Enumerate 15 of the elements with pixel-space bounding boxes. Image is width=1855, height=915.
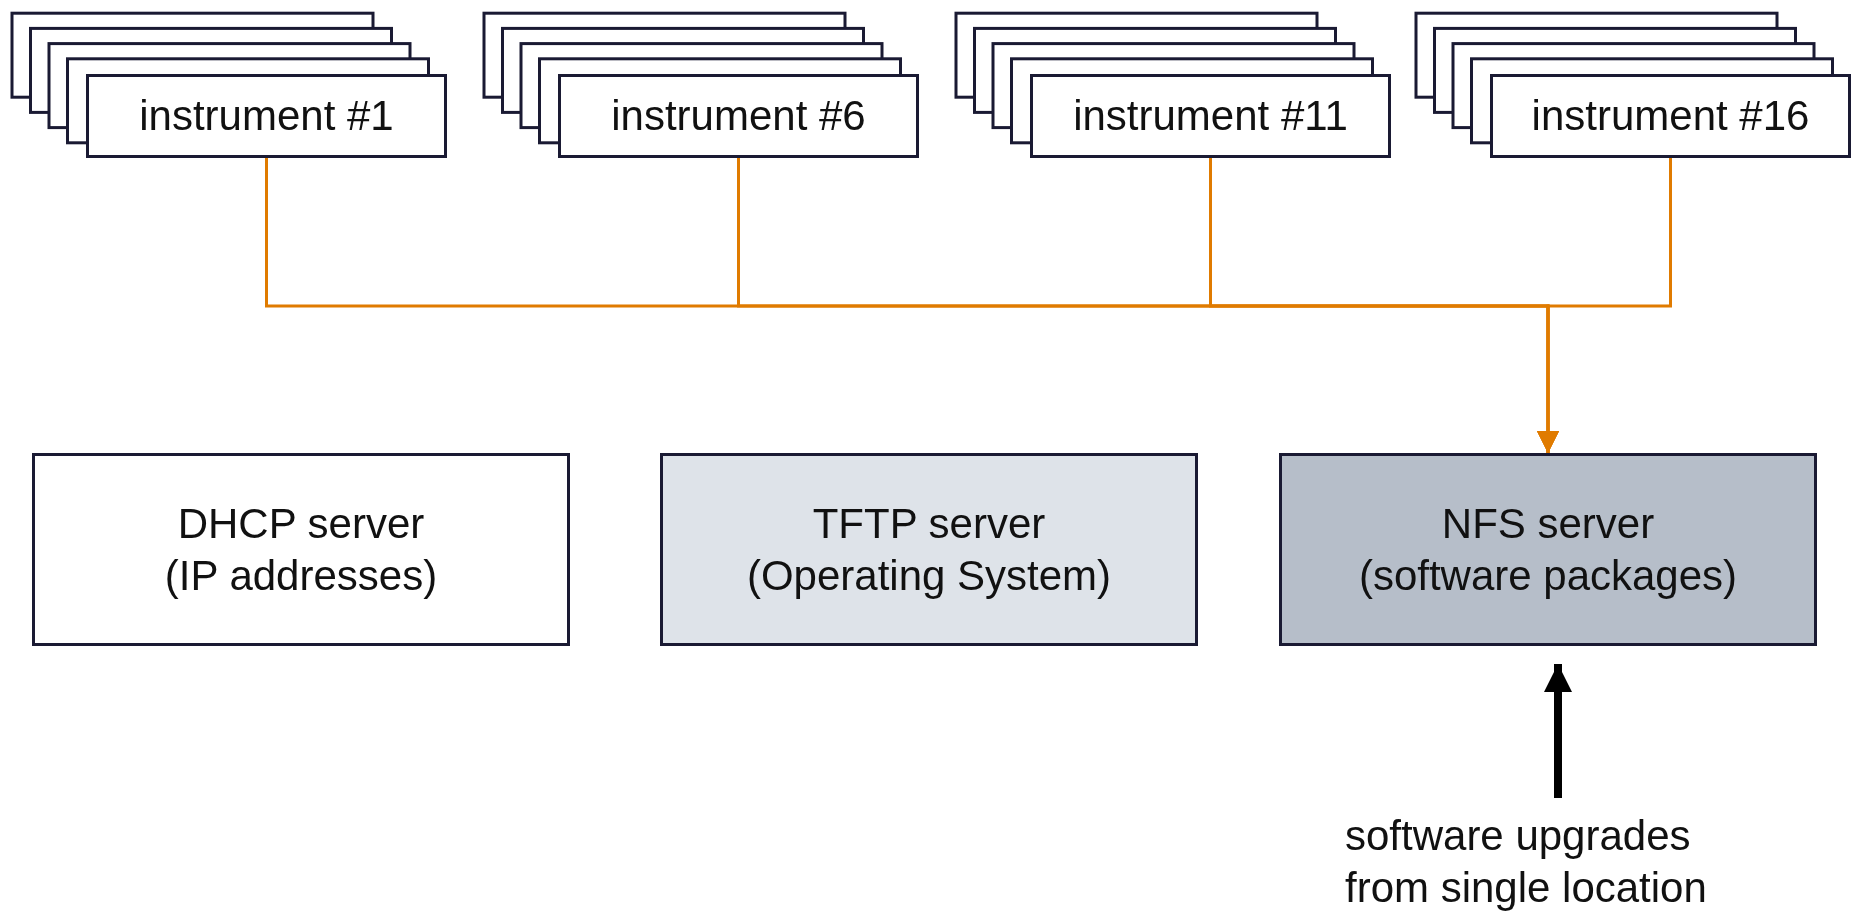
instrument-box: instrument #1 <box>86 74 447 158</box>
server-name: DHCP server <box>177 498 425 549</box>
server-role: (IP addresses) <box>164 550 438 601</box>
instrument-box: instrument #11 <box>1030 74 1391 158</box>
instrument-box: instrument #16 <box>1490 74 1851 158</box>
server-box <box>32 453 570 646</box>
server-box <box>1279 453 1817 646</box>
server-name: TFTP server <box>812 498 1046 549</box>
server-name: NFS server <box>1441 498 1655 549</box>
instrument-box: instrument #6 <box>558 74 919 158</box>
server-box <box>660 453 1198 646</box>
server-role: (software packages) <box>1358 550 1738 601</box>
note-text: software upgrades from single location <box>1345 810 1765 914</box>
server-role: (Operating System) <box>746 550 1112 601</box>
connector-arrow <box>1537 158 1672 453</box>
